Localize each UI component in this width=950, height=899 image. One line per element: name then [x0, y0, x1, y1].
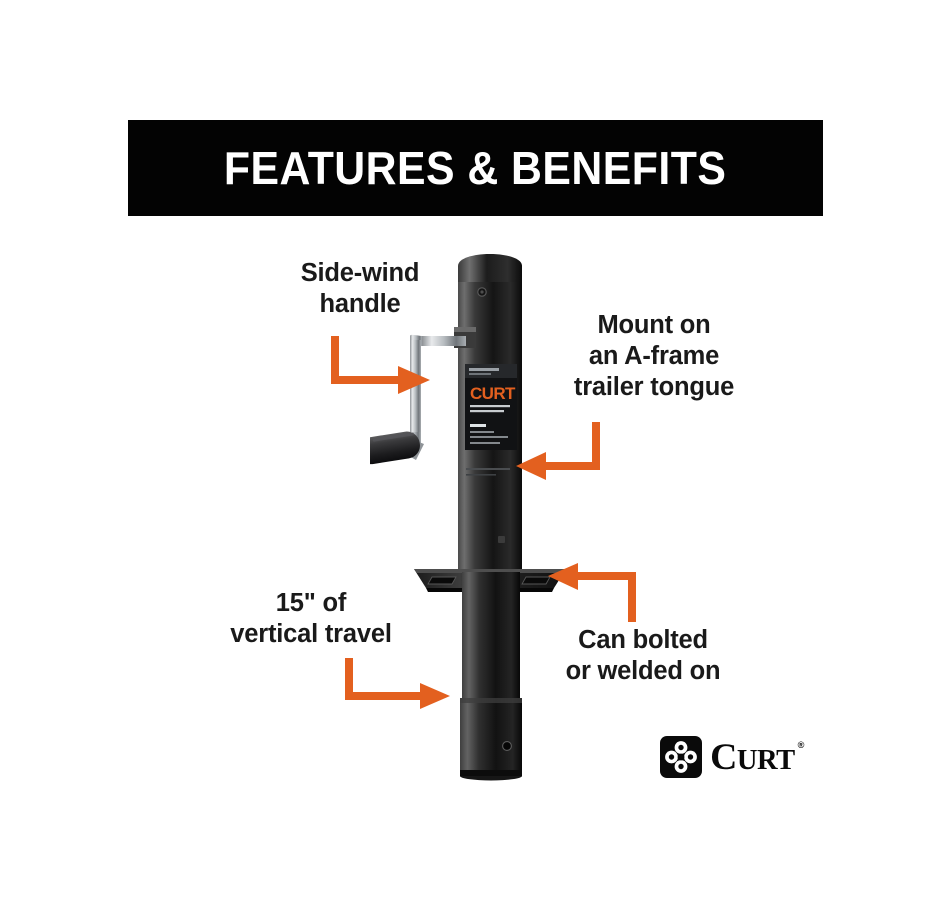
jack-lower-marking	[498, 536, 505, 543]
side-wind-handle	[370, 334, 466, 465]
callout-label-side-wind-handle: Side-wind handle	[300, 259, 420, 319]
callout-label-mount-a-frame: Mount on an A-frame trailer tongue	[573, 311, 735, 402]
curt-logo: CURT ®	[660, 736, 804, 778]
svg-text:CURT: CURT	[470, 384, 516, 403]
callout-arrow-bolted-or-welded	[548, 560, 652, 622]
callout-label-vertical-travel: 15" of vertical travel	[230, 589, 392, 649]
jack-pin-hole	[502, 741, 512, 751]
features-benefits-banner: FEATURES & BENEFITS	[128, 120, 823, 216]
callout-arrow-side-wind-handle	[330, 336, 440, 394]
callout-arrow-vertical-travel	[344, 658, 460, 710]
curt-wordmark: CURT ®	[710, 736, 804, 778]
curt-clover-icon	[660, 736, 702, 778]
callout-arrow-mount-a-frame	[516, 422, 616, 482]
jack-inner-tube-upper	[462, 572, 520, 704]
product-image-trailer-jack: CURT	[370, 236, 570, 781]
registered-trademark-icon: ®	[797, 739, 805, 750]
page-title: FEATURES & BENEFITS	[224, 142, 727, 194]
callout-label-bolted-or-welded: Can bolted or welded on	[565, 626, 721, 686]
handle-grip	[370, 431, 420, 465]
product-label-sticker: CURT	[465, 364, 517, 450]
jack-inner-tube-lower	[460, 698, 522, 776]
curt-wordmark-urt: URT	[736, 744, 795, 776]
curt-wordmark-c: C	[710, 736, 737, 778]
